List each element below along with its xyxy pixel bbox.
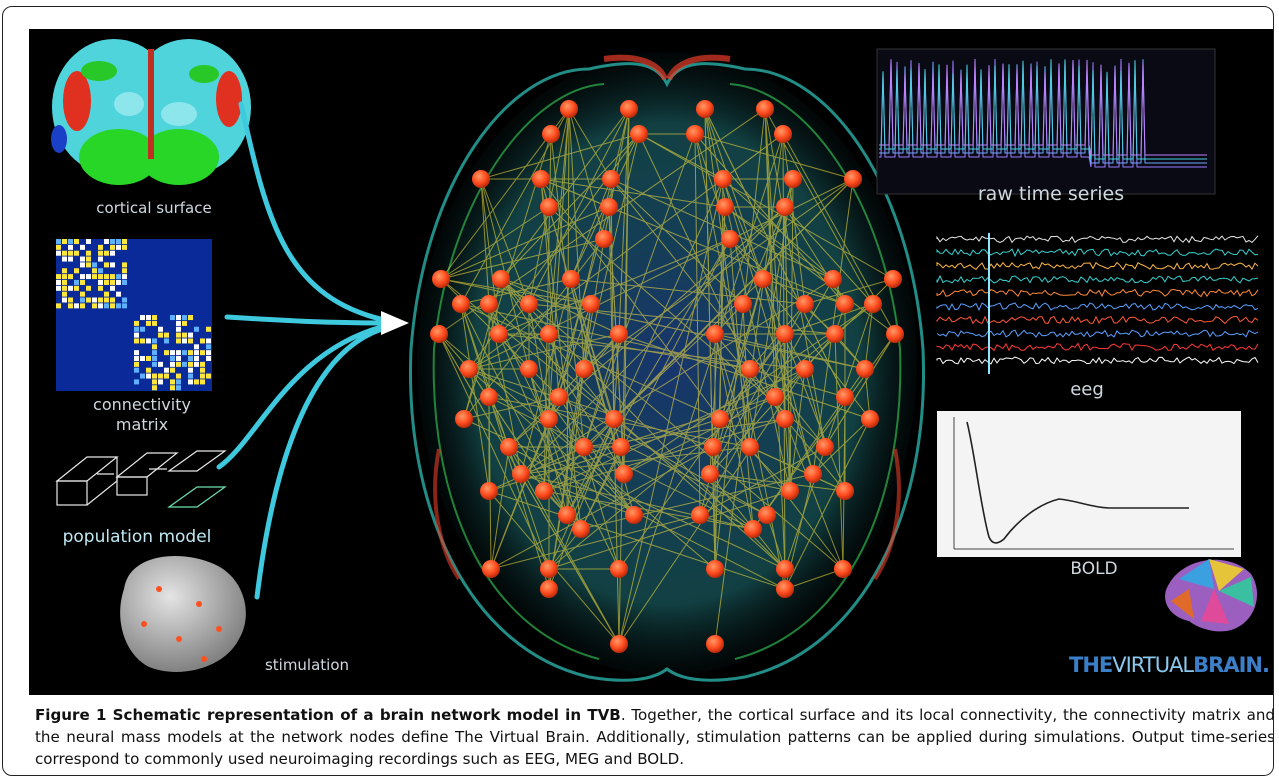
- figure-image: cortical surface connectivity matrix pop…: [29, 29, 1273, 695]
- label-raw-time-series: raw time series: [977, 183, 1125, 205]
- label-matrix: matrix: [115, 415, 169, 434]
- tvb-logo-the: THE: [1069, 653, 1113, 677]
- eeg-plot: [936, 233, 1259, 374]
- tvb-logo-virtual: VIRTUAL: [1112, 653, 1194, 677]
- tvb-brain-icon: [1165, 559, 1258, 632]
- figure-caption: Figure 1 Schematic representation of a b…: [35, 704, 1274, 770]
- raw-time-series-plot: [876, 48, 1216, 195]
- input-arrows: [216, 101, 392, 600]
- bold-plot: [937, 411, 1241, 557]
- label-bold: BOLD: [1070, 559, 1118, 579]
- label-connectivity-matrix: connectivity matrix: [49, 395, 235, 435]
- tvb-logo: THEVIRTUALBRAIN.: [1069, 653, 1270, 677]
- merge-arrowhead: [381, 311, 409, 335]
- brain-network: [408, 52, 926, 682]
- label-eeg: eeg: [1070, 379, 1104, 400]
- tvb-logo-brain: BRAIN.: [1193, 653, 1270, 677]
- stimulation-brain-image: [120, 556, 246, 672]
- population-model-image: [55, 450, 227, 508]
- label-population-model: population model: [62, 527, 212, 547]
- label-stimulation: stimulation: [264, 656, 350, 674]
- figure-graphics: [51, 39, 1259, 682]
- connectivity-matrix-image: [56, 239, 212, 391]
- label-cortical-surface: cortical surface: [96, 199, 212, 217]
- caption-title: Figure 1 Schematic representation of a b…: [35, 706, 621, 724]
- caption-body: . Together, the cortical surface and its…: [35, 706, 1274, 768]
- label-connectivity: connectivity: [93, 395, 191, 414]
- figure-frame: cortical surface connectivity matrix pop…: [2, 6, 1274, 776]
- cortical-surface-image: [51, 39, 251, 185]
